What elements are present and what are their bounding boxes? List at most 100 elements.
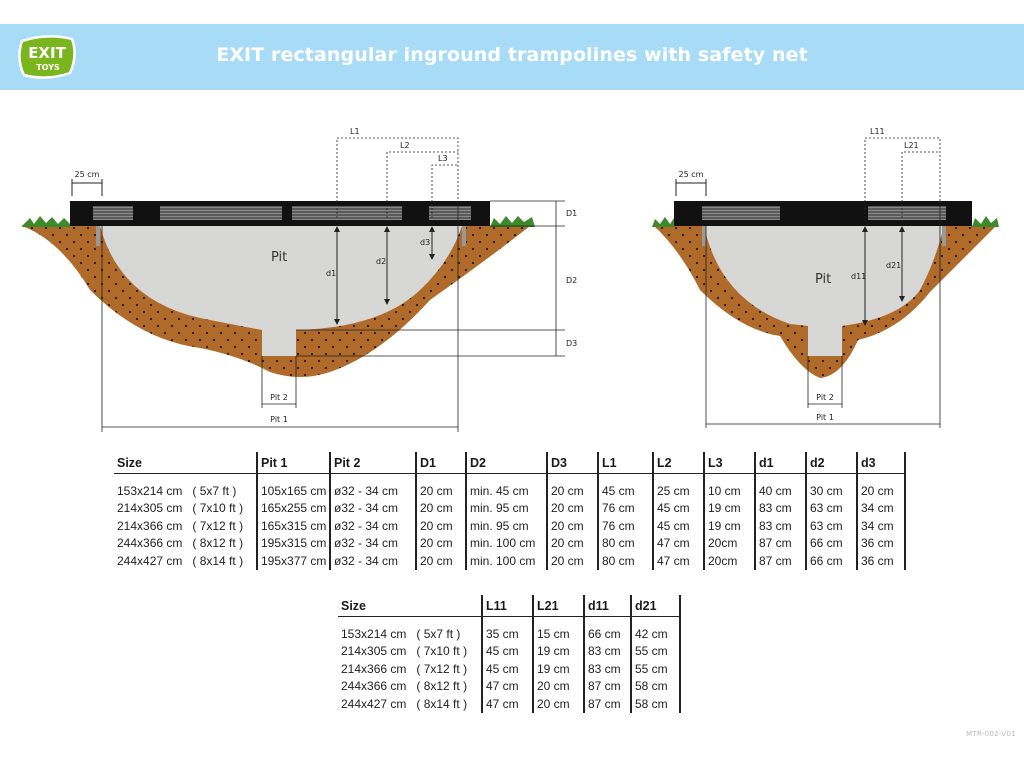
left-grass-left xyxy=(22,216,70,227)
header-banner xyxy=(0,24,1024,90)
right-diagram: 25 cm L11 L21 d11 d21 Pit Pit 2 Pit 1 xyxy=(652,127,999,428)
size-ft: ( 8x12 ft ) xyxy=(192,536,244,551)
size-ft: ( 5x7 ft ) xyxy=(192,483,237,498)
logo-text-exit: EXIT xyxy=(28,44,66,62)
table-cell: 47 cm xyxy=(482,695,534,713)
table-cell: min. 95 cm xyxy=(466,517,548,535)
table-cell: 15 cm xyxy=(533,625,585,643)
table-cell: 66 cm xyxy=(584,625,632,643)
column-header: Size xyxy=(114,452,258,474)
size-cell: 214x366 cm( 7x12 ft ) xyxy=(338,660,483,678)
column-header: Size xyxy=(338,595,483,617)
left-grass-right xyxy=(490,216,535,227)
column-header: d11 xyxy=(584,595,632,617)
table-cell: 20 cm xyxy=(416,499,467,517)
table-cell: 20 cm xyxy=(416,534,467,552)
table-cell: ø32 - 34 cm xyxy=(330,552,417,570)
table-cell: 83 cm xyxy=(755,499,807,517)
table-cell: 45 cm xyxy=(598,482,654,500)
column-header: d2 xyxy=(806,452,858,474)
column-header: d3 xyxy=(857,452,906,474)
size-cell: 244x427 cm( 8x14 ft ) xyxy=(114,552,258,570)
size-cell: 214x305 cm( 7x10 ft ) xyxy=(114,499,258,517)
table-cell: 19 cm xyxy=(533,660,585,678)
table-cell: 20 cm xyxy=(533,695,585,713)
table-cell: ø32 - 34 cm xyxy=(330,517,417,535)
table-cell: 45 cm xyxy=(482,642,534,660)
column-header: Pit 2 xyxy=(330,452,417,474)
left-pit2-label: Pit 2 xyxy=(270,393,288,402)
table-cell: min. 100 cm xyxy=(466,534,548,552)
table-cell: 45 cm xyxy=(482,660,534,678)
size-cell: 244x366 cm( 8x12 ft ) xyxy=(114,534,258,552)
table-cell: 195x377 cm xyxy=(257,552,331,570)
label-L1: L1 xyxy=(350,127,360,136)
label-D2: D2 xyxy=(566,276,577,285)
table-cell: 83 cm xyxy=(584,660,632,678)
table-cell: 76 cm xyxy=(598,517,654,535)
table-cell: 66 cm xyxy=(806,534,858,552)
label-d11: d11 xyxy=(851,272,866,281)
table-cell: 20 cm xyxy=(547,552,599,570)
table-cell: 20 cm xyxy=(547,482,599,500)
left-diagram: 25 cm L1 L2 L3 d1 d2 d3 Pit D1 D2 D3 xyxy=(22,127,577,432)
table-cell: ø32 - 34 cm xyxy=(330,534,417,552)
right-grass-right xyxy=(972,216,999,227)
table-cell: 47 cm xyxy=(482,677,534,695)
table-cell: 19 cm xyxy=(533,642,585,660)
size-cm: 153x214 cm xyxy=(341,626,407,641)
size-cm: 153x214 cm xyxy=(117,483,183,498)
column-header: d21 xyxy=(631,595,681,617)
table-cell: 34 cm xyxy=(857,499,906,517)
table-cell: 20 cm xyxy=(857,482,906,500)
size-cell: 153x214 cm( 5x7 ft ) xyxy=(338,625,483,643)
table-cell: 47 cm xyxy=(653,534,705,552)
size-ft: ( 8x12 ft ) xyxy=(416,679,468,694)
size-cell: 244x427 cm( 8x14 ft ) xyxy=(338,695,483,713)
size-cm: 244x427 cm xyxy=(117,553,183,568)
size-ft: ( 7x12 ft ) xyxy=(416,661,468,676)
table-cell: 20 cm xyxy=(416,552,467,570)
column-header: d1 xyxy=(755,452,807,474)
table-cell: 55 cm xyxy=(631,642,681,660)
table-cell: min. 100 cm xyxy=(466,552,548,570)
label-D3: D3 xyxy=(566,339,577,348)
column-header: L11 xyxy=(482,595,534,617)
table-cell: 34 cm xyxy=(857,517,906,535)
size-cm: 244x427 cm xyxy=(341,696,407,711)
label-L21: L21 xyxy=(904,141,919,150)
table-cell: 80 cm xyxy=(598,534,654,552)
table-cell: 20cm xyxy=(704,534,756,552)
left-pit1-label: Pit 1 xyxy=(270,415,288,424)
table-cell: 47 cm xyxy=(653,552,705,570)
label-L11: L11 xyxy=(870,127,885,136)
page-title: EXIT rectangular inground trampolines wi… xyxy=(216,44,808,66)
column-header: L1 xyxy=(598,452,654,474)
table-cell: min. 95 cm xyxy=(466,499,548,517)
right-pit2-label: Pit 2 xyxy=(816,393,834,402)
size-ft: ( 7x10 ft ) xyxy=(416,644,468,659)
table-cell: 66 cm xyxy=(806,552,858,570)
column-header: L2 xyxy=(653,452,705,474)
table-cell: 165x255 cm xyxy=(257,499,331,517)
column-header: L21 xyxy=(533,595,585,617)
table-cell: 42 cm xyxy=(631,625,681,643)
size-cm: 244x366 cm xyxy=(341,679,407,694)
size-cm: 214x305 cm xyxy=(341,644,407,659)
table-cell: 87 cm xyxy=(584,677,632,695)
table-cell: 83 cm xyxy=(584,642,632,660)
table-cell: 36 cm xyxy=(857,552,906,570)
table-cell: 55 cm xyxy=(631,660,681,678)
table-cell: 19 cm xyxy=(704,517,756,535)
column-header: L3 xyxy=(704,452,756,474)
table-cell: 40 cm xyxy=(755,482,807,500)
